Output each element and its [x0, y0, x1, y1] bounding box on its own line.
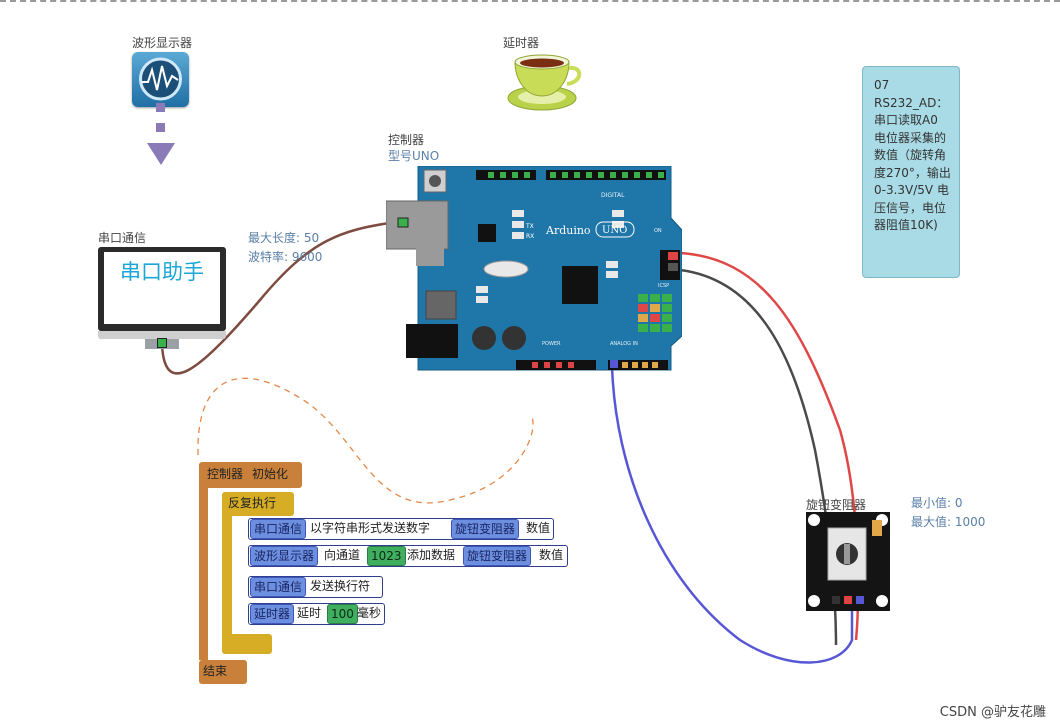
- statement-serial-newline[interactable]: 串口通信 发送换行符: [248, 576, 383, 598]
- blue-wire: [610, 364, 854, 664]
- monitor-screen: 串口助手: [104, 252, 220, 324]
- oscilloscope-icon[interactable]: [132, 52, 189, 107]
- loop-block[interactable]: 反复执行: [222, 492, 294, 516]
- statement-text: 发送换行符: [310, 579, 371, 593]
- potentiometer-label: 旋钮变阻器: [806, 498, 867, 512]
- potentiometer-icon[interactable]: [806, 512, 890, 611]
- loop-block-spine: [222, 514, 232, 638]
- icsp-text: ICSP: [658, 283, 669, 289]
- init-action: 初始化: [252, 467, 289, 481]
- statement-arg-target: 旋钮变阻器: [451, 519, 520, 539]
- statement-target: 延时器: [250, 604, 295, 624]
- scope-label: 波形显示器: [132, 36, 193, 50]
- monitor-bezel: [98, 331, 226, 339]
- statement-target: 串口通信: [250, 519, 307, 539]
- controller-label: 控制器: [388, 133, 425, 147]
- arrow-down-icon: [147, 103, 175, 165]
- serial-label: 串口通信: [98, 231, 147, 245]
- monitor-screen-text: 串口助手: [120, 260, 204, 284]
- serial-wire: [160, 220, 397, 375]
- board-model: UNO: [602, 225, 627, 236]
- tx-text: TX: [525, 223, 534, 230]
- on-text: ON: [654, 228, 662, 234]
- end-block[interactable]: 结束: [199, 660, 247, 684]
- end-label: 结束: [203, 664, 228, 678]
- init-target: 控制器: [207, 467, 244, 481]
- channel-number[interactable]: 1023: [367, 546, 406, 566]
- rx-text: RX: [526, 233, 534, 240]
- init-block[interactable]: 控制器 初始化: [199, 462, 302, 488]
- statement-arg-target: 旋钮变阻器: [463, 546, 532, 566]
- teacup-icon[interactable]: [503, 50, 583, 116]
- statement-serial-print[interactable]: 串口通信 以字符串形式发送数字 旋钮变阻器 数值: [248, 518, 554, 540]
- serial-baud-rate: 波特率: 9600: [248, 250, 323, 264]
- serial-max-length: 最大长度: 50: [248, 231, 320, 245]
- statement-text: 以字符串形式发送数字: [310, 521, 431, 535]
- statement-scope-add[interactable]: 波形显示器 向通道 1023 添加数据 旋钮变阻器 数值: [248, 545, 568, 567]
- orange-dashed-link: [197, 377, 534, 504]
- top-dashed-border: [0, 0, 1060, 2]
- statement-arg-prop: 数值: [539, 548, 564, 562]
- digital-text: DIGITAL: [601, 192, 625, 199]
- board-name: Arduino: [545, 224, 591, 237]
- delay-number[interactable]: 100: [327, 604, 358, 624]
- monitor-port: [157, 338, 167, 348]
- statement-arg-prop: 数值: [526, 521, 551, 535]
- power-text: POWER: [542, 341, 561, 347]
- led-grid: [638, 294, 672, 332]
- monitor-icon[interactable]: 串口助手: [98, 247, 226, 331]
- statement-text: 向通道: [324, 548, 361, 562]
- init-block-spine: [199, 486, 208, 660]
- statement-target: 波形显示器: [250, 546, 319, 566]
- delay-label: 延时器: [503, 36, 540, 50]
- potentiometer-max: 最大值: 1000: [911, 515, 986, 529]
- statement-text: 延时: [297, 606, 322, 620]
- description-note: 07 RS232_AD：串口读取A0 电位器采集的数值（旋转角度270°，输出0…: [862, 66, 960, 278]
- arduino-board[interactable]: DIGITAL TX RX Arduino UNO ON ICSP POWER …: [386, 166, 682, 372]
- statement-delay[interactable]: 延时器 延时 100 毫秒: [248, 603, 385, 625]
- analog-text: ANALOG IN: [610, 341, 638, 347]
- statement-text-2: 毫秒: [357, 606, 382, 620]
- watermark: CSDN @驴友花雕: [939, 705, 1046, 720]
- loop-block-end: [222, 634, 272, 654]
- loop-label: 反复执行: [228, 496, 277, 510]
- potentiometer-min: 最小值: 0: [911, 496, 963, 510]
- controller-model: 型号UNO: [388, 149, 440, 163]
- statement-text-2: 添加数据: [407, 548, 456, 562]
- statement-target: 串口通信: [250, 577, 307, 597]
